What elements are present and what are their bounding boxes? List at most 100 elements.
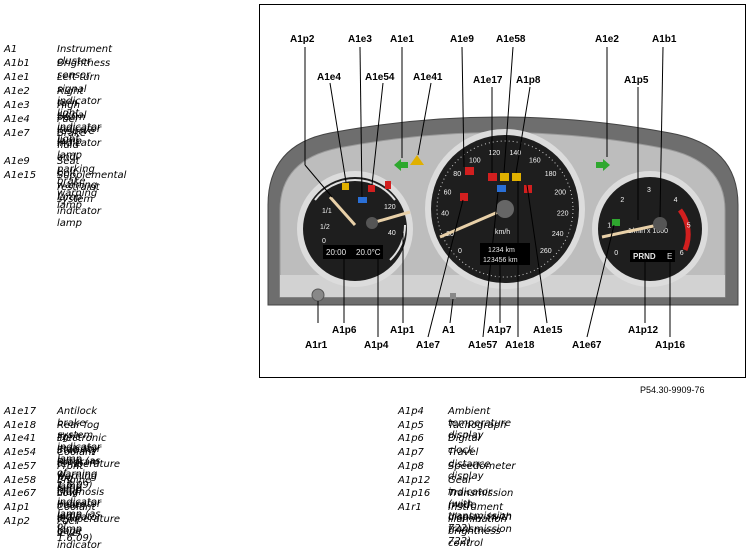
- callout-a1p6: A1p6: [332, 325, 357, 336]
- left-turn-arrow: [394, 159, 408, 171]
- rpm-tick-label: 6: [680, 250, 684, 257]
- legend-description: Engine diagnosis indicator lamp: [57, 474, 105, 522]
- callout-a1e9: A1e9: [450, 34, 474, 45]
- fuel-label-empty: 0: [322, 238, 326, 245]
- speedometer: 020406080100120140160180200220240260 km/…: [425, 129, 585, 289]
- callout-a1b1: A1b1: [652, 34, 677, 45]
- legend-description: Gear indicator (with transmission 722): [448, 474, 512, 534]
- legend-description: Rear fog light indicator lamp (as of 1.6…: [57, 419, 102, 491]
- temp-label-high: 120: [384, 204, 396, 211]
- rpm-unit: 1/min x 1000: [628, 228, 668, 235]
- speed-tick-label: 200: [554, 190, 566, 197]
- callout-a1p12: A1p12: [628, 325, 658, 336]
- speed-tick-label: 140: [510, 150, 522, 157]
- legend-description: Tachograph: [448, 419, 507, 431]
- legend-code: A1r1: [398, 501, 422, 513]
- rear-fog-lamp: [512, 173, 521, 181]
- high-beam-lamp: [358, 197, 367, 203]
- legend-code: A1e67: [4, 488, 37, 500]
- rpm-tick-label: 2: [620, 197, 624, 204]
- instrument-cluster-figure: 1/1 1/2 0 120 40 20:00 20.0°C 0204060801…: [259, 4, 746, 378]
- callout-a1p2: A1p2: [290, 34, 315, 45]
- speed-tick-label: 40: [441, 211, 449, 218]
- legend-description: Low beam indicator lamp: [57, 488, 102, 536]
- ambient-temp-display: 20.0°C: [356, 248, 381, 257]
- callout-a1e7: A1e7: [416, 340, 440, 351]
- legend-description: Speedometer: [448, 460, 516, 472]
- callout-a1e4: A1e4: [317, 72, 341, 83]
- rpm-tick-label: 3: [647, 187, 651, 194]
- legend-description: Left turn signal indicator light: [57, 72, 102, 119]
- legend-code: A1b1: [4, 58, 30, 69]
- total-distance: 123456 km: [483, 257, 518, 264]
- brightness-control-knob: [311, 288, 325, 302]
- callout-a1e41: A1e41: [413, 72, 443, 83]
- legend-code: A1p6: [398, 433, 424, 445]
- speed-unit: km/h: [495, 229, 510, 236]
- legend-description: Brightness sensor: [57, 58, 111, 81]
- callout-a1: A1: [442, 325, 455, 336]
- brake-lamp: [460, 193, 468, 201]
- legend-code: A1e57: [4, 460, 37, 472]
- callout-a1p7: A1p7: [487, 325, 512, 336]
- legend-description: Ambient temperature display: [448, 406, 512, 441]
- legend-code: A1e41: [4, 433, 37, 445]
- legend-description: High beam indicator lamp: [57, 100, 102, 147]
- legend-description: Coolant temperature gage: [57, 501, 121, 537]
- legend-code: A1p1: [4, 501, 30, 513]
- trans-mode: E: [667, 252, 672, 261]
- callout-a1p5: A1p5: [624, 75, 649, 86]
- speed-tick-label: 120: [489, 150, 501, 157]
- legend-bottom-right: A1p4 Ambient temperature display A1p5 Tacho…: [398, 406, 743, 549]
- callout-a1p4: A1p4: [364, 340, 389, 351]
- legend-code: A1e54: [4, 447, 37, 459]
- coolant-warning-lamp: [368, 185, 375, 192]
- speed-tick-label: 60: [444, 190, 452, 197]
- legend-code: A1p4: [398, 406, 424, 417]
- engine-diagnosis-lamp: [500, 173, 509, 181]
- legend-code: A1p5: [398, 419, 424, 431]
- abs-lamp: [488, 173, 497, 181]
- esp-lamp: [410, 155, 424, 165]
- low-beam-lamp: [612, 219, 620, 226]
- rpm-tick-label: 4: [674, 197, 678, 204]
- speed-tick-label: 240: [552, 231, 564, 238]
- legend-code: A1e58: [4, 474, 37, 486]
- speed-tick-label: 260: [540, 248, 552, 255]
- legend-code: A1p8: [398, 460, 424, 472]
- legend-code: A1e4: [4, 114, 30, 125]
- legend-description: Coolant temperature warning lamp: [57, 447, 121, 495]
- brightness-sensor: [653, 217, 667, 231]
- legend-code: A1e17: [4, 406, 37, 417]
- callout-a1e18: A1e18: [505, 340, 535, 351]
- clock-display: 20:00: [326, 248, 347, 257]
- legend-code: A1p12: [398, 474, 431, 486]
- callout-a1p8: A1p8: [516, 75, 541, 86]
- speed-tick-label: 80: [453, 171, 461, 178]
- callout-a1e17: A1e17: [473, 75, 503, 86]
- speed-tick-label: 180: [545, 171, 557, 178]
- right-turn-arrow: [596, 159, 610, 171]
- fuel-needle: [328, 196, 357, 226]
- speed-needle: [439, 207, 506, 239]
- rpm-tick-label: 0: [614, 250, 618, 257]
- legend-description: Brake fluid and parking brake warning la…: [57, 128, 98, 211]
- rpm-tick-label: 5: [687, 222, 691, 229]
- cluster-marker: [450, 293, 456, 299]
- legend-description: Instrument illumination brightness contr…: [448, 501, 507, 549]
- fuel-reserve-lamp: [342, 183, 349, 190]
- front-fog-lamp: [497, 185, 506, 192]
- legend-code: A1e2: [4, 86, 30, 97]
- legend-code: A1p2: [4, 515, 30, 527]
- legend-code: A1e18: [4, 419, 37, 431]
- callout-a1r1: A1r1: [305, 340, 328, 351]
- legend-code: A1: [4, 44, 18, 55]
- legend-description: Right turn signal indicator light: [57, 86, 102, 145]
- legend-description: Seat belt warning lamp: [57, 156, 98, 203]
- callout-a1e1: A1e1: [390, 34, 414, 45]
- speed-tick-label: 220: [557, 211, 569, 218]
- left-gauge: 1/1 1/2 0 120 40 20:00 20.0°C: [297, 171, 413, 287]
- legend-code: A1p16: [398, 488, 431, 500]
